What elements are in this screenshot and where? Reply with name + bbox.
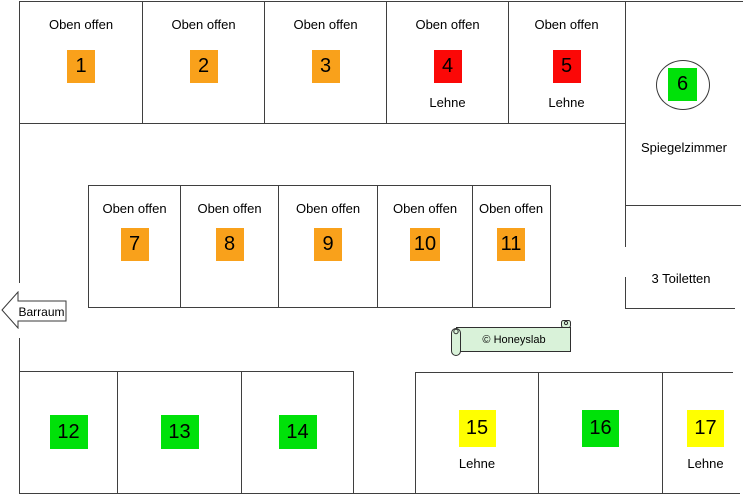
wall-bottomright-top (415, 372, 733, 373)
seat-box-8[interactable]: 8 (215, 228, 244, 261)
wall-toprow-divider-2 (264, 1, 265, 123)
seat-box-15[interactable]: 15 (458, 410, 496, 447)
seat-box-3[interactable]: 3 (311, 50, 340, 83)
scroll-banner-icon (451, 320, 571, 356)
booth-11: Oben offen 11 (473, 186, 549, 306)
barraum-arrow: Barraum (1, 291, 67, 329)
booth-9: Oben offen 9 (279, 186, 377, 306)
booth-2: Oben offen 2 (143, 2, 264, 122)
wall-toprow-divider-4 (508, 1, 509, 123)
booth-3: Oben offen 3 (265, 2, 386, 122)
booth-6-circle: 6 (656, 60, 710, 110)
booth-1-label: Oben offen (48, 17, 114, 32)
booth-11-label: Oben offen (478, 201, 544, 216)
booth-14: 14 (242, 372, 353, 493)
wall-middle-divider-3 (377, 186, 378, 307)
booth-9-label: Oben offen (295, 201, 361, 216)
seat-box-9[interactable]: 9 (314, 228, 342, 261)
booth-5: Oben offen 5 Lehne (509, 2, 624, 122)
wall-spiegelzimmer-bottom (625, 205, 741, 206)
booth-7-label: Oben offen (102, 201, 167, 216)
wall-bottomleft-top (19, 371, 354, 372)
booth-8-label: Oben offen (197, 201, 262, 216)
wall-toprow-bottom (19, 123, 626, 124)
wall-middle-divider-1 (180, 186, 181, 307)
booth-4-label: Oben offen (415, 17, 480, 32)
booth-15-sub: Lehne (458, 456, 496, 471)
booth-16: 16 (539, 373, 662, 493)
booth-7: Oben offen 7 (89, 186, 180, 306)
booth-4-sub: Lehne (429, 95, 466, 110)
booth-1: Oben offen 1 (20, 2, 142, 122)
copyright-banner: © Honeyslab (449, 318, 575, 360)
booth-8: Oben offen 8 (181, 186, 278, 306)
seat-box-12[interactable]: 12 (49, 415, 88, 449)
seat-box-14[interactable]: 14 (278, 415, 317, 449)
wall-bottomleft-right (353, 372, 354, 493)
wall-left-upper (19, 1, 20, 283)
left-arrow-icon (1, 291, 67, 329)
seat-box-10[interactable]: 10 (409, 228, 441, 261)
booth-17-sub: Lehne (687, 456, 724, 471)
seat-box-5[interactable]: 5 (552, 50, 581, 83)
wall-bottomright-divider-1 (538, 373, 539, 493)
seat-box-13[interactable]: 13 (160, 415, 199, 449)
booth-4: Oben offen 4 Lehne (387, 2, 508, 122)
wall-toprow-divider-1 (142, 1, 143, 123)
wall-left-lower (19, 338, 20, 494)
booth-17: 17 Lehne (663, 373, 748, 493)
wall-bottomright-divider-2 (662, 373, 663, 493)
wall-toiletten-bottom (625, 308, 735, 309)
booth-10: Oben offen 10 (378, 186, 472, 306)
wall-bottomleft-divider-2 (241, 372, 242, 493)
wall-middle-block (88, 185, 551, 308)
wall-middle-divider-2 (278, 186, 279, 307)
wall-bottom (19, 493, 740, 494)
copyright-label: © Honeyslab (482, 333, 546, 346)
seat-box-16[interactable]: 16 (582, 410, 619, 447)
booth-12: 12 (20, 372, 117, 493)
wall-toiletten-left (625, 277, 626, 308)
booth-5-sub: Lehne (548, 95, 585, 110)
wall-bottomright-left (415, 373, 416, 493)
seat-box-17[interactable]: 17 (687, 410, 724, 447)
barraum-label: Barraum (18, 304, 65, 319)
booth-2-label: Oben offen (171, 17, 236, 32)
wall-toprow-divider-3 (386, 1, 387, 123)
booth-5-label: Oben offen (534, 17, 599, 32)
wall-spiegelzimmer-left (625, 1, 626, 247)
seat-box-2[interactable]: 2 (189, 50, 218, 83)
booth-10-label: Oben offen (392, 201, 458, 216)
seat-box-11[interactable]: 11 (496, 228, 526, 261)
seat-box-1[interactable]: 1 (67, 50, 95, 83)
wall-middle-divider-4 (472, 186, 473, 307)
seat-box-6[interactable]: 6 (668, 68, 697, 101)
seat-box-4[interactable]: 4 (433, 50, 462, 83)
spiegelzimmer-label: Spiegelzimmer (641, 140, 727, 155)
toiletten-label: 3 Toiletten (651, 271, 711, 286)
seat-box-7[interactable]: 7 (120, 228, 149, 261)
wall-top (19, 1, 743, 2)
booth-13: 13 (118, 372, 241, 493)
wall-bottomleft-divider-1 (117, 372, 118, 493)
booth-15: 15 Lehne (416, 373, 538, 493)
booth-3-label: Oben offen (293, 17, 358, 32)
